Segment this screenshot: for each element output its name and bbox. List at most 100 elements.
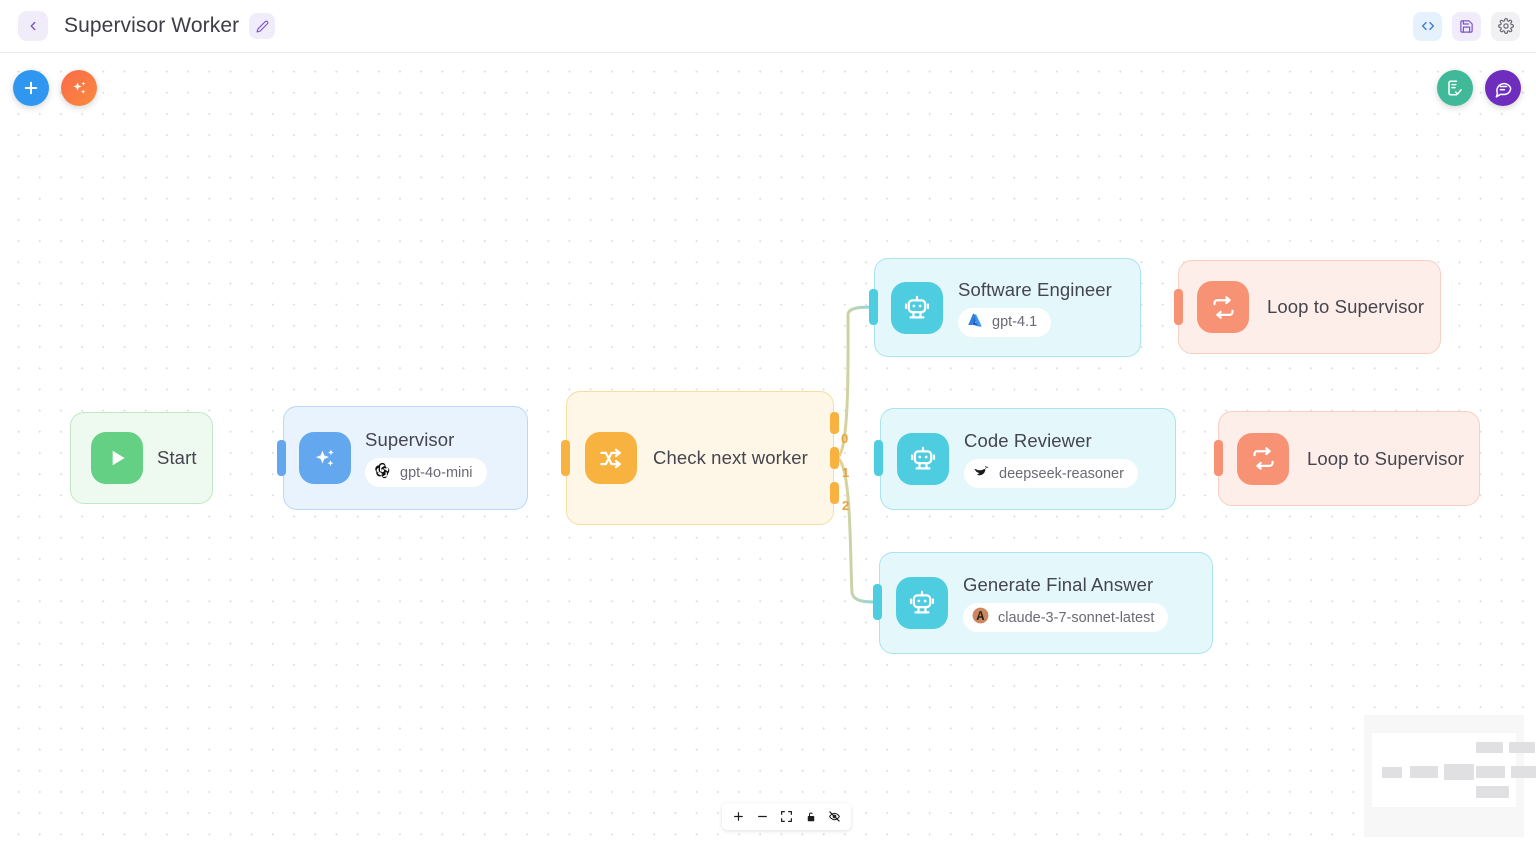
node-code-reviewer[interactable]: Code Reviewer deepseek-reasoner: [880, 408, 1176, 510]
handle-check-source-2[interactable]: [830, 482, 839, 504]
model-name: gpt-4o-mini: [400, 464, 473, 481]
robot-icon-wrapper: [891, 281, 943, 334]
chat-bubble-icon: [1495, 82, 1511, 98]
node-loop-to-supervisor-2[interactable]: Loop to Supervisor: [1218, 411, 1480, 506]
minus-icon: [758, 815, 767, 818]
robot-icon: [904, 295, 930, 318]
toggle-interactivity-button[interactable]: [824, 806, 845, 827]
minimap-viewport: [1372, 733, 1536, 807]
play-icon-wrapper: [91, 432, 143, 484]
app-header: Supervisor Worker: [0, 0, 1536, 53]
node-software-engineer[interactable]: Software Engineer gpt-4.1: [874, 258, 1141, 357]
back-button[interactable]: [18, 11, 48, 41]
minimap-node: [1410, 766, 1438, 778]
edge-label-2: 2: [842, 498, 850, 513]
gear-icon: [1497, 18, 1514, 34]
node-supervisor[interactable]: Supervisor gpt-4o-mini: [283, 406, 528, 510]
handle-check-source-0[interactable]: [830, 412, 839, 434]
flow-controls: [722, 803, 851, 830]
robot-icon-wrapper: [897, 433, 949, 485]
node-title: Loop to Supervisor: [1307, 447, 1465, 469]
node-title: Start: [157, 447, 197, 468]
plus-icon: [24, 81, 38, 95]
robot-icon: [910, 446, 936, 470]
model-name: claude-3-7-sonnet-latest: [998, 609, 1155, 626]
pencil-icon: [256, 20, 269, 32]
crossed-eye-icon: [829, 811, 840, 822]
model-chip[interactable]: claude-3-7-sonnet-latest: [963, 603, 1169, 632]
handle-supervisor-target[interactable]: [277, 440, 286, 476]
chat-button[interactable]: [1485, 70, 1521, 106]
zoom-out-button[interactable]: [752, 806, 773, 827]
handle-check-source-1[interactable]: [830, 447, 839, 469]
add-node-button[interactable]: [13, 70, 49, 106]
ai-generate-button[interactable]: [61, 70, 97, 106]
settings-button[interactable]: [1491, 11, 1520, 41]
branch-split-icon: [599, 448, 621, 468]
code-view-button[interactable]: [1413, 11, 1442, 41]
edge-label-0: 0: [841, 431, 849, 446]
minimap-node: [1476, 766, 1505, 778]
handle-code-reviewer-target[interactable]: [874, 440, 883, 476]
page-title: Supervisor Worker: [64, 14, 240, 37]
model-chip[interactable]: gpt-4.1: [958, 307, 1052, 337]
loop-icon-wrapper: [1237, 432, 1289, 485]
robot-icon: [909, 590, 935, 614]
model-chip[interactable]: deepseek-reasoner: [964, 459, 1138, 488]
minimap-node: [1476, 742, 1503, 753]
minimap[interactable]: [1364, 715, 1536, 837]
node-title: Check next worker: [653, 447, 808, 468]
handle-check-target[interactable]: [561, 440, 570, 476]
play-icon: [112, 450, 125, 466]
robot-icon-wrapper: [896, 577, 948, 629]
sparkles-icon: [72, 81, 86, 94]
openai-logo: [373, 461, 392, 485]
node-start[interactable]: Start: [70, 412, 213, 504]
handle-loop2-target[interactable]: [1214, 440, 1223, 476]
model-chip[interactable]: gpt-4o-mini: [365, 458, 487, 487]
fit-view-button[interactable]: [776, 806, 797, 827]
code-brackets-icon: [1421, 21, 1434, 31]
padlock-icon: [807, 811, 814, 821]
edge-label-1: 1: [842, 465, 850, 480]
fit-screen-icon: [781, 811, 792, 822]
node-generate-final-answer[interactable]: Generate Final Answer claude-3-7-sonnet-…: [879, 552, 1213, 654]
node-title: Loop to Supervisor: [1267, 296, 1425, 317]
edit-title-button[interactable]: [249, 13, 276, 39]
node-title: Supervisor: [365, 429, 455, 450]
chevron-left-icon: [30, 21, 36, 31]
handle-loop1-target[interactable]: [1174, 289, 1183, 325]
header-actions: [1413, 11, 1520, 41]
lock-button[interactable]: [800, 806, 821, 827]
node-check-next-worker[interactable]: Check next worker: [566, 391, 834, 525]
node-title: Software Engineer: [958, 278, 1112, 300]
deepseek-logo: [972, 462, 991, 486]
loop-icon-wrapper: [1197, 281, 1249, 333]
flow-canvas[interactable]: 0 1 2 Start Supervisor: [0, 53, 1536, 852]
save-button[interactable]: [1452, 11, 1481, 41]
floppy-disk-icon: [1460, 19, 1473, 33]
handle-software-engineer-target[interactable]: [869, 289, 878, 325]
minimap-node: [1476, 786, 1509, 798]
sparkles-icon: [315, 449, 334, 466]
logs-button[interactable]: [1437, 70, 1473, 106]
model-name: gpt-4.1: [992, 314, 1038, 330]
minimap-node: [1382, 767, 1402, 778]
handle-generate-final-answer-target[interactable]: [873, 584, 882, 620]
branch-split-icon-wrapper: [585, 432, 637, 484]
node-title: Code Reviewer: [964, 430, 1092, 451]
minimap-node: [1444, 764, 1474, 780]
minimap-node: [1509, 742, 1535, 753]
minimap-node: [1511, 766, 1536, 778]
sparkles-icon-wrapper: [299, 432, 351, 484]
loop-icon: [1212, 295, 1234, 319]
azure-logo: [966, 311, 984, 334]
plus-icon: [734, 812, 743, 821]
node-loop-to-supervisor-1[interactable]: Loop to Supervisor: [1178, 260, 1441, 354]
anthropic-logo: [971, 606, 990, 630]
document-check-icon: [1448, 80, 1462, 96]
loop-icon: [1252, 447, 1274, 470]
node-title: Generate Final Answer: [963, 574, 1154, 595]
zoom-in-button[interactable]: [728, 806, 749, 827]
model-name: deepseek-reasoner: [999, 465, 1124, 482]
